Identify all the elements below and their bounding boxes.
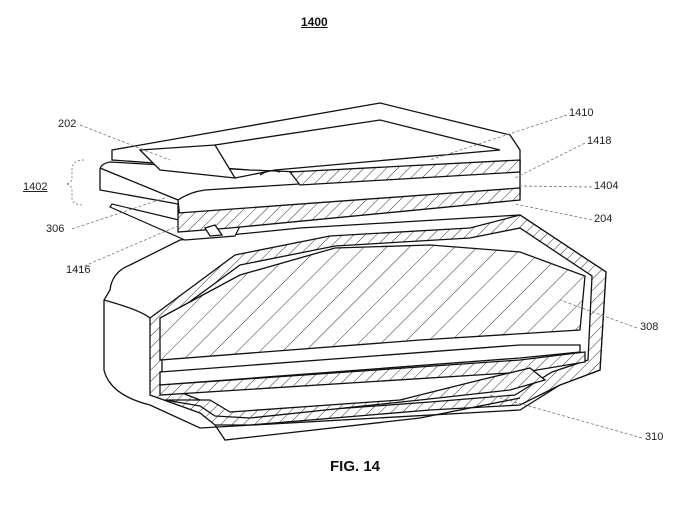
leader-lines	[71, 114, 643, 439]
label-1416: 1416	[66, 264, 91, 276]
figure-number: 1400	[301, 15, 328, 29]
label-306: 306	[46, 223, 65, 235]
label-1410: 1410	[569, 107, 594, 119]
figure-caption: FIG. 14	[330, 458, 381, 475]
body-housing	[103, 214, 607, 441]
label-202: 202	[58, 118, 77, 130]
label-1402: 1402	[23, 181, 48, 193]
label-204: 204	[594, 213, 613, 225]
brace-1402	[65, 159, 85, 206]
label-1404: 1404	[594, 180, 619, 192]
label-1418: 1418	[587, 135, 612, 147]
label-308: 308	[640, 321, 659, 333]
lid	[111, 102, 521, 186]
label-310: 310	[645, 431, 664, 443]
